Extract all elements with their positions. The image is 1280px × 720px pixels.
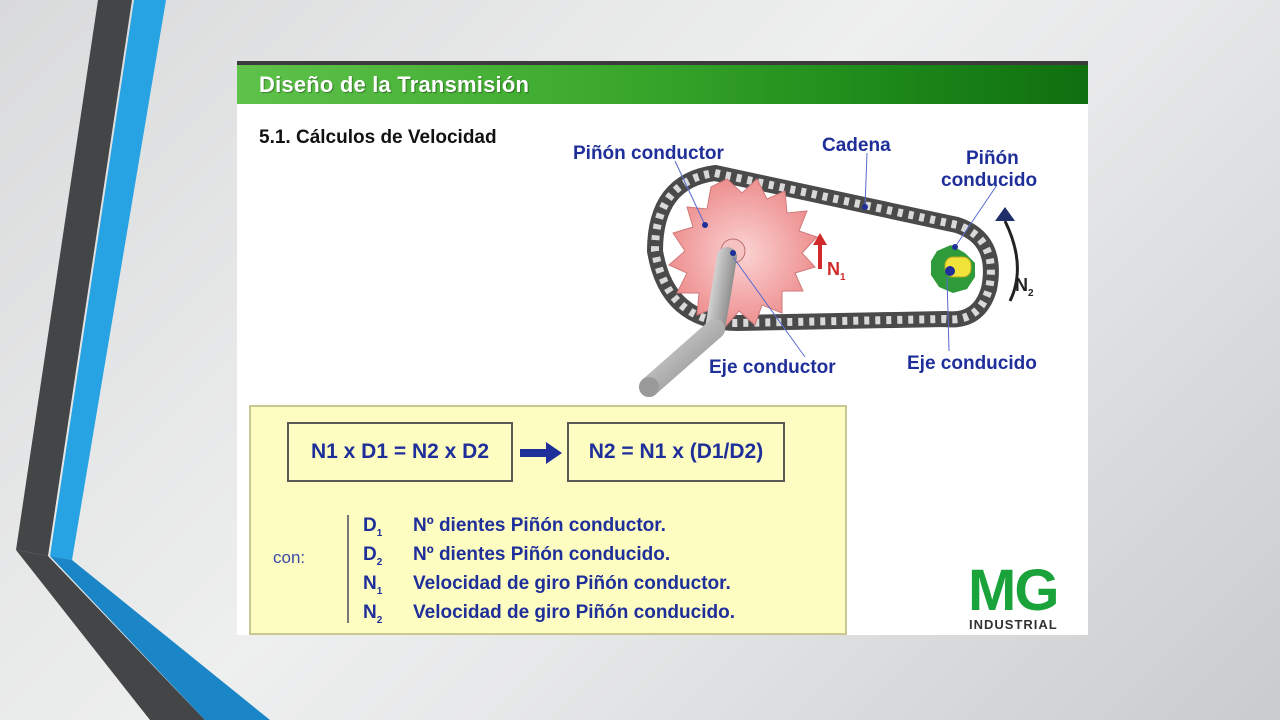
right-arrow-icon — [520, 442, 562, 464]
slide-content: Diseño de la Transmisión 5.1. Cálculos d… — [237, 61, 1088, 635]
pinon-conductor-marker — [702, 222, 708, 228]
cadena-marker — [862, 204, 868, 210]
section-title: 5.1. Cálculos de Velocidad — [259, 127, 497, 148]
variable-description: Velocidad de giro Piñón conductor. — [413, 573, 731, 594]
formula-result: N2 = N1 x (D1/D2) — [567, 422, 785, 482]
logo-mark: MG — [968, 567, 1059, 623]
driven-gear — [931, 245, 975, 293]
pinon-conducido-marker — [952, 244, 958, 250]
label-pinon-conductor: Piñón conductor — [573, 143, 725, 164]
page-title: Diseño de la Transmisión — [259, 72, 530, 97]
label-cadena: Cadena — [822, 135, 891, 156]
header-bar: Diseño de la Transmisión — [237, 61, 1088, 104]
formula-box: N1 x D1 = N2 x D2 N2 = N1 x (D1/D2) con:… — [249, 405, 847, 635]
eje-conductor-marker — [730, 250, 736, 256]
driver-gear — [668, 178, 818, 328]
n2-rotation-arrow-icon — [995, 207, 1019, 302]
chain-drive-diagram: Piñón conductor Cadena Piñón conducido N… — [573, 135, 1037, 397]
chain — [647, 165, 999, 331]
variable-symbol: D1 — [363, 515, 383, 539]
label-pinon-conducido-line2: conducido — [941, 170, 1037, 191]
label-n1-sub: 1 — [840, 272, 846, 283]
formula-equality: N1 x D1 = N2 x D2 — [287, 422, 513, 482]
variable-description: Nº dientes Piñón conducido. — [413, 544, 671, 565]
con-label: con: — [273, 548, 306, 567]
label-n2: N — [1015, 275, 1028, 295]
n1-rotation-arrow-icon — [813, 233, 827, 269]
variable-symbol: N1 — [363, 573, 383, 597]
label-pinon-conducido-line1: Piñón — [966, 148, 1019, 169]
variable-symbol: N2 — [363, 602, 383, 626]
label-eje-conductor: Eje conductor — [709, 357, 836, 378]
label-n2-sub: 2 — [1028, 288, 1034, 299]
crank-shaft — [639, 247, 737, 397]
variable-description: Velocidad de giro Piñón conducido. — [413, 602, 735, 623]
label-eje-conducido: Eje conducido — [907, 353, 1037, 374]
logo-subtitle: INDUSTRIAL — [969, 617, 1058, 632]
variable-symbol: D2 — [363, 544, 383, 568]
label-n1: N — [827, 259, 840, 279]
variable-description: Nº dientes Piñón conductor. — [413, 515, 666, 536]
variables-bracket — [347, 515, 349, 623]
leader-lines — [674, 152, 998, 358]
mg-industrial-logo: MG INDUSTRIAL — [968, 567, 1088, 635]
